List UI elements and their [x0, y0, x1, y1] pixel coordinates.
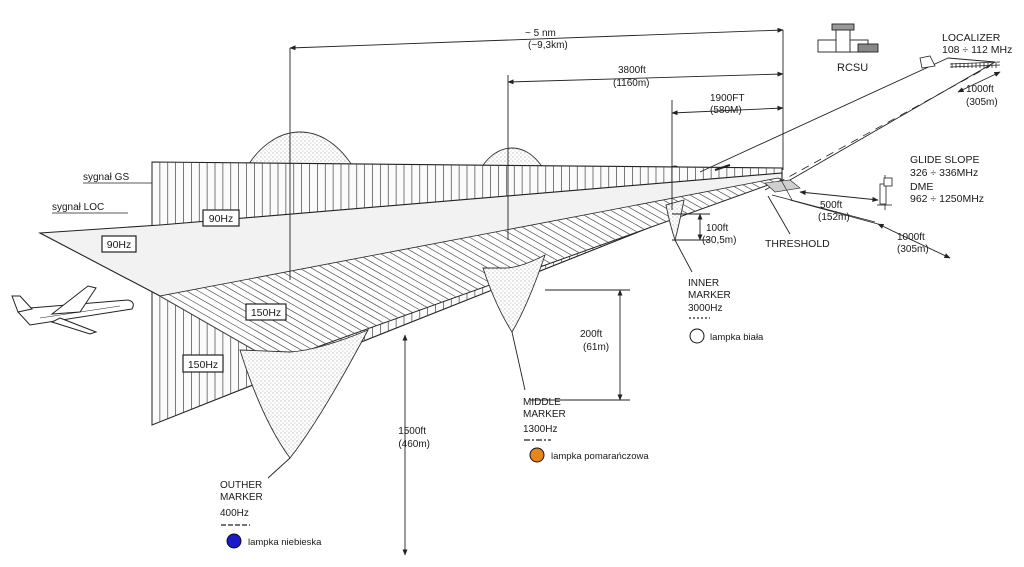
glide-slope-frequency: 326 ÷ 336MHz — [910, 167, 978, 179]
localizer-title: LOCALIZER — [942, 32, 1001, 44]
dist-3800-m: (1160m) — [613, 78, 650, 89]
inner-marker-line2: MARKER — [688, 290, 731, 301]
dimension-lines — [267, 27, 1001, 556]
outer-marker-freq: 400Hz — [220, 508, 249, 519]
height-100: 100ft — [706, 223, 728, 234]
aircraft-icon — [11, 285, 134, 335]
middle-marker-freq: 1300Hz — [523, 424, 557, 435]
dist-1900: 1900FT — [710, 93, 744, 104]
inner-marker-legend: INNER MARKER 3000Hz lampka biała — [688, 278, 764, 344]
runway — [699, 57, 996, 223]
dme-frequency: 962 ÷ 1250MHz — [910, 193, 984, 205]
height-100-m: (30,5m) — [702, 235, 736, 246]
dist-5nm: ~ 5 nm — [525, 28, 556, 39]
outer-marker-legend: OUTHER MARKER 400Hz lampka niebieska — [220, 480, 322, 549]
gs-90hz-label: 90Hz — [209, 213, 234, 225]
outer-marker-lamp-label: lampka niebieska — [248, 537, 322, 548]
glide-slope-title: GLIDE SLOPE — [910, 154, 979, 166]
rcsu-building-icon — [817, 23, 879, 53]
dist-1000-loc-m: (305m) — [966, 97, 998, 108]
loc-150hz-label: 150Hz — [251, 307, 281, 319]
localizer-frequency: 108 ÷ 112 MHz — [942, 44, 1012, 56]
inner-marker-lamp-label: lampka biała — [710, 332, 764, 343]
distance-labels: ~ 5 nm (~9,3km) 3800ft (1160m) 1900FT (5… — [398, 28, 998, 450]
dme-title: DME — [910, 181, 933, 193]
middle-marker-lower-lobe — [482, 254, 546, 333]
height-200-m: (61m) — [583, 342, 609, 353]
dist-500: 500ft — [820, 200, 842, 211]
dist-1000-gs: 1000ft — [897, 232, 925, 243]
localizer-antenna-icon — [919, 55, 1001, 69]
loc-signal-label: sygnał LOC — [52, 202, 104, 213]
inner-marker-line1: INNER — [688, 278, 719, 289]
glide-slope-antenna-icon — [877, 175, 893, 210]
rcsu-label: RCSU — [837, 62, 868, 74]
height-1500-m: (460m) — [398, 439, 430, 450]
dist-1000-gs-m: (305m) — [897, 244, 929, 255]
middle-marker-legend: MIDDLE MARKER 1300Hz lampka pomarańczowa — [523, 397, 649, 463]
gs-signal-label: sygnał GS — [83, 172, 129, 183]
signal-labels: sygnał GS sygnał LOC 90Hz 90Hz 150Hz 150… — [52, 172, 287, 373]
middle-marker-line2: MARKER — [523, 409, 566, 420]
gs-150hz-label: 150Hz — [188, 359, 218, 371]
dist-1900-m: (580M) — [710, 105, 742, 116]
loc-90hz-label: 90Hz — [107, 239, 132, 251]
dist-3800: 3800ft — [618, 65, 646, 76]
middle-marker-lamp-icon — [529, 447, 545, 463]
middle-marker-line1: MIDDLE — [523, 397, 561, 408]
inner-marker-freq: 3000Hz — [688, 303, 722, 314]
height-200: 200ft — [580, 329, 602, 340]
inner-marker-lamp-icon — [689, 328, 705, 344]
dist-5nm-km: (~9,3km) — [528, 40, 568, 51]
threshold-label: THRESHOLD — [765, 238, 830, 250]
height-1500: 1500ft — [398, 426, 426, 437]
dist-1000-loc: 1000ft — [966, 84, 994, 95]
middle-marker-lamp-label: lampka pomarańczowa — [551, 451, 649, 462]
outer-marker-line1: OUTHER — [220, 480, 262, 491]
outer-marker-lamp-icon — [226, 533, 242, 549]
outer-marker-line2: MARKER — [220, 492, 263, 503]
outer-marker-lower-lobe — [239, 329, 369, 459]
marker-lobes-lower — [239, 199, 685, 459]
dist-500-m: (152m) — [818, 212, 850, 223]
